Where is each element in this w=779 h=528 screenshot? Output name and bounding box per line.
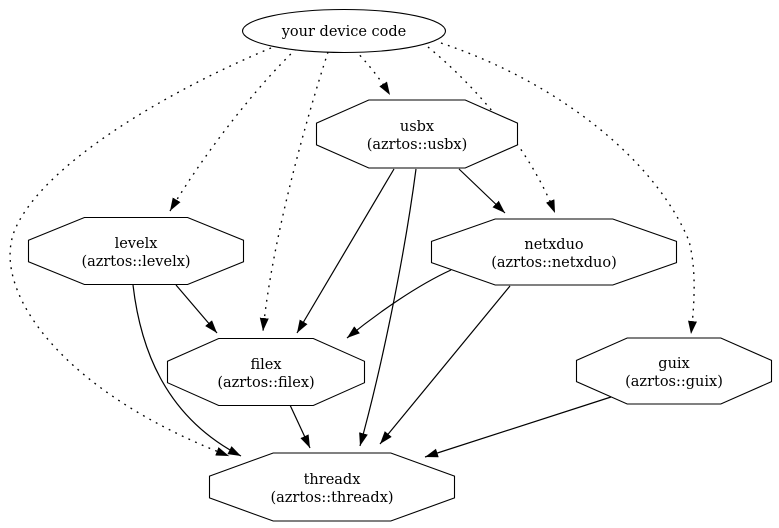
node-levelx-sublabel: (azrtos::levelx) <box>81 254 190 270</box>
edge-filex-threadx <box>289 404 311 449</box>
node-usbx-sublabel: (azrtos::usbx) <box>367 137 468 153</box>
node-levelx-label: levelx <box>115 236 158 252</box>
edge-levelx-threadx <box>132 284 242 457</box>
node-usbx-label: usbx <box>400 119 434 135</box>
node-netxduo-sublabel: (azrtos::netxduo) <box>491 255 617 271</box>
edge-netxduo-threadx <box>379 285 511 445</box>
edge-usbx-filex <box>296 168 395 334</box>
node-guix-shape <box>575 337 773 405</box>
edge-usbx-threadx <box>359 168 417 447</box>
node-filex-shape <box>166 337 366 407</box>
node-filex-sublabel: (azrtos::filex) <box>217 375 314 391</box>
node-threadx-sublabel: (azrtos::threadx) <box>270 490 393 506</box>
edge-levelx-filex <box>175 284 218 334</box>
node-levelx-shape <box>27 216 245 286</box>
node-device-label: your device code <box>281 24 407 40</box>
edge-device-levelx <box>169 48 297 212</box>
edge-device-threadx <box>9 47 272 457</box>
edge-device-usbx <box>354 49 391 96</box>
edge-device-filex <box>259 51 329 332</box>
node-threadx-shape <box>208 452 456 522</box>
edge-netxduo-filex <box>346 269 452 339</box>
node-usbx-shape <box>315 99 519 169</box>
node-device-shape <box>241 8 447 54</box>
node-guix-label: guix <box>658 356 689 372</box>
edge-usbx-netxduo <box>458 168 506 214</box>
node-netxduo-shape <box>430 218 678 286</box>
edge-guix-threadx <box>424 396 612 458</box>
node-netxduo-label: netxduo <box>524 237 583 253</box>
node-threadx-label: threadx <box>304 472 361 488</box>
node-filex-label: filex <box>250 357 281 373</box>
node-guix-sublabel: (azrtos::guix) <box>625 374 723 390</box>
